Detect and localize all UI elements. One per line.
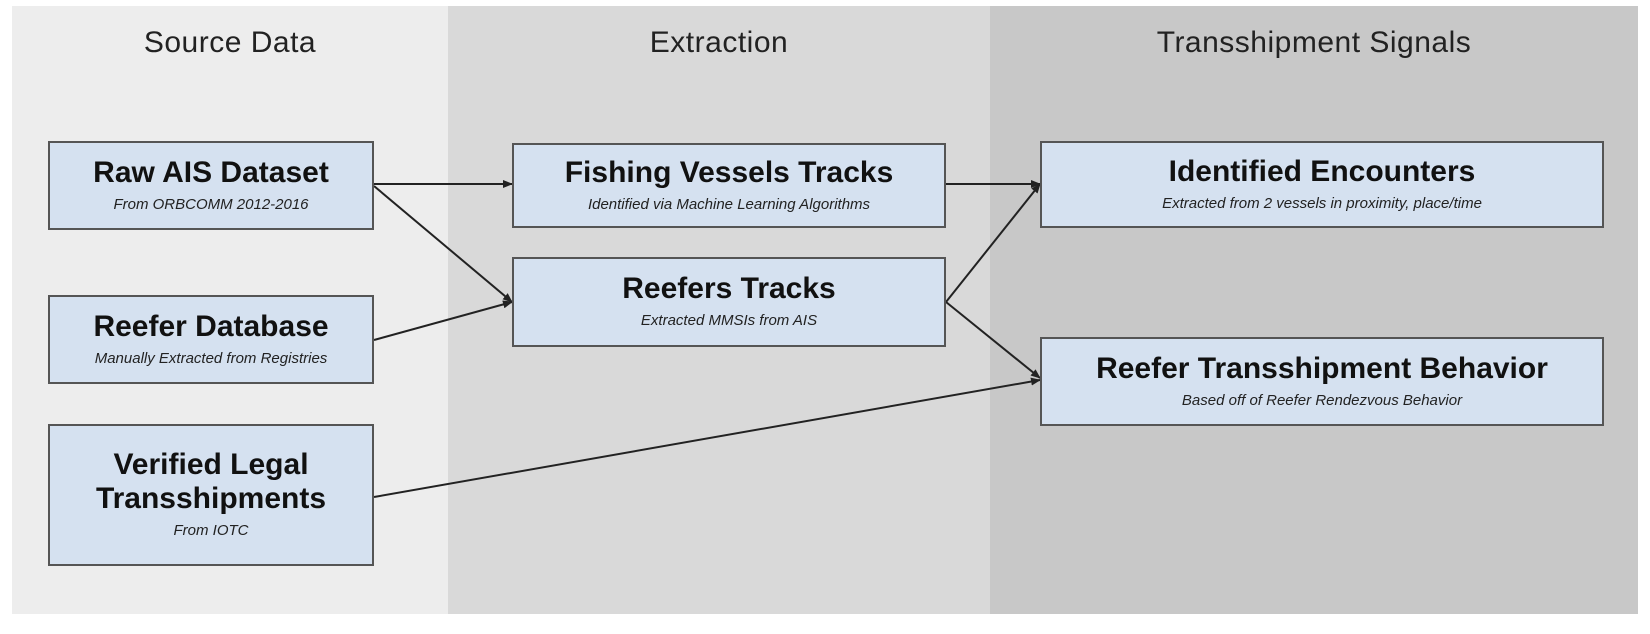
- column-title-transshipment-signals: Transshipment Signals: [1156, 26, 1472, 59]
- node-fishing-vessels-tracks: Fishing Vessels Tracks Identified via Ma…: [512, 143, 946, 228]
- node-subtitle: From ORBCOMM 2012-2016: [113, 195, 309, 213]
- node-title: Reefer Database: [93, 309, 329, 343]
- node-reefer-transshipment-behavior: Reefer Transshipment Behavior Based off …: [1040, 337, 1604, 426]
- column-transshipment-signals: Transshipment Signals: [990, 6, 1638, 614]
- node-title: Raw AIS Dataset: [93, 155, 329, 189]
- node-identified-encounters: Identified Encounters Extracted from 2 v…: [1040, 141, 1604, 228]
- node-title: Reefers Tracks: [622, 272, 836, 305]
- node-subtitle: Extracted from 2 vessels in proximity, p…: [1162, 194, 1482, 212]
- node-reefer-database: Reefer Database Manually Extracted from …: [48, 295, 374, 384]
- node-title: Reefer Transshipment Behavior: [1096, 351, 1548, 385]
- node-title: Verified Legal Transshipments: [95, 448, 327, 515]
- node-subtitle: Based off of Reefer Rendezvous Behavior: [1181, 391, 1463, 409]
- column-title-source-data: Source Data: [143, 26, 317, 59]
- node-subtitle: Extracted MMSIs from AIS: [640, 312, 818, 329]
- node-reefers-tracks: Reefers Tracks Extracted MMSIs from AIS: [512, 257, 946, 347]
- node-verified-legal-transshipments: Verified Legal Transshipments From IOTC: [48, 424, 374, 566]
- node-subtitle: From IOTC: [173, 522, 249, 539]
- node-title: Fishing Vessels Tracks: [564, 155, 894, 189]
- column-title-extraction: Extraction: [649, 26, 789, 59]
- node-raw-ais-dataset: Raw AIS Dataset From ORBCOMM 2012-2016: [48, 141, 374, 230]
- node-subtitle: Manually Extracted from Registries: [94, 349, 328, 367]
- node-subtitle: Identified via Machine Learning Algorith…: [587, 195, 871, 213]
- node-title: Identified Encounters: [1168, 154, 1476, 188]
